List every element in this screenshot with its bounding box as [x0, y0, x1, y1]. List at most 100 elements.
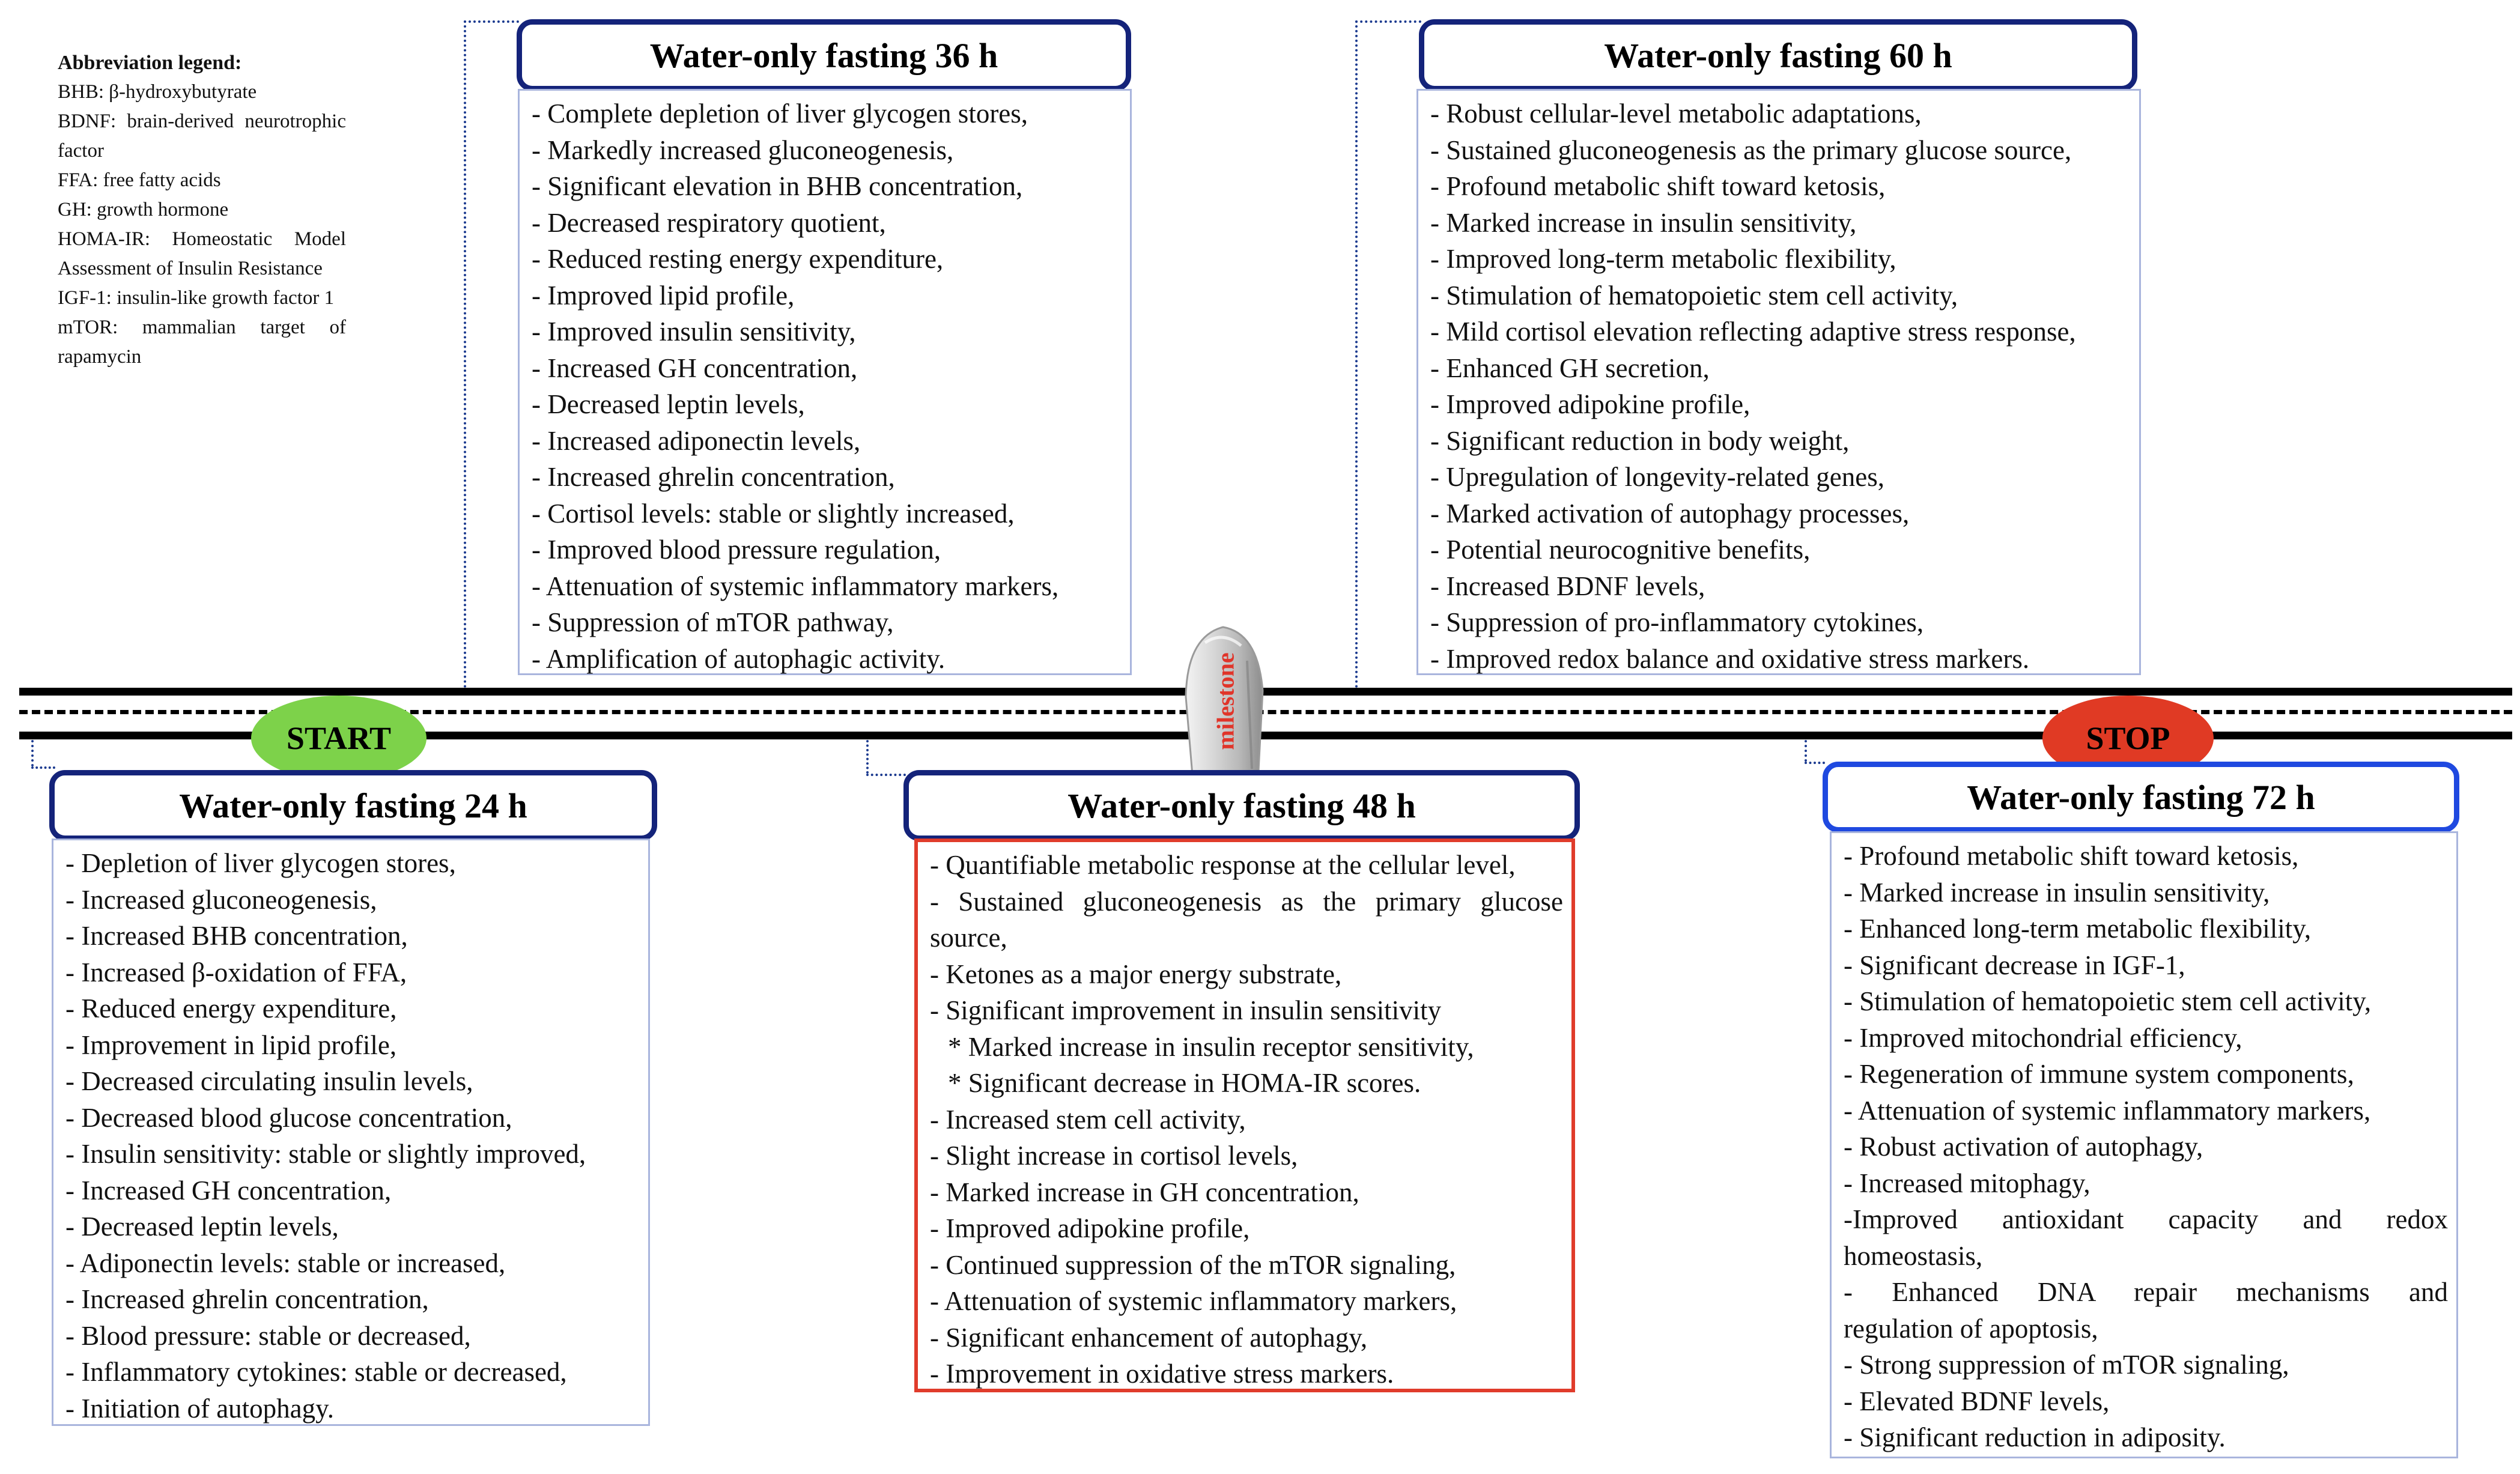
list-item: - Reduced resting energy expenditure, — [532, 244, 944, 274]
legend-item: FFA: free fatty acids — [58, 169, 221, 191]
list-item: - Depletion of liver glycogen stores, — [65, 848, 456, 878]
list-item: - Cortisol levels: stable or slightly in… — [532, 498, 1015, 529]
legend-item: BDNF: brain-derived neurotrophic factor — [58, 111, 346, 162]
list-item: - Increased ghrelin concentration, — [532, 462, 895, 492]
list-item: - Significant enhancement of autophagy, — [930, 1322, 1368, 1353]
list-item: source, — [930, 923, 1007, 953]
list-item: - Upregulation of longevity-related gene… — [1430, 462, 1884, 492]
stage-48h-title: Water-only fasting 48 h — [903, 770, 1580, 841]
list-item: - Mild cortisol elevation reflecting ada… — [1430, 317, 2076, 347]
connector-72h — [1805, 740, 1807, 762]
list-item: - Increased BDNF levels, — [1430, 571, 1705, 601]
list-item: * Marked increase in insulin receptor se… — [948, 1031, 1474, 1062]
list-item: - Increased adiponectin levels, — [532, 425, 861, 456]
list-item: - Increased GH concentration, — [532, 353, 858, 383]
stage-36h-box: - Complete depletion of liver glycogen s… — [518, 89, 1132, 675]
stage-24h-box: - Depletion of liver glycogen stores, - … — [52, 839, 650, 1426]
connector-60h-tick — [1355, 20, 1421, 23]
list-item: - Suppression of pro-inflammatory cytoki… — [1430, 607, 1924, 637]
list-item: - Stimulation of hematopoietic stem cell… — [1844, 986, 2372, 1016]
list-item: - Initiation of autophagy. — [65, 1393, 334, 1424]
list-item: - Significant improvement in insulin sen… — [930, 995, 1442, 1025]
list-item: - Significant elevation in BHB concentra… — [532, 171, 1023, 201]
list-item: - Decreased circulating insulin levels, — [65, 1066, 473, 1096]
list-item: - Decreased respiratory quotient, — [532, 207, 886, 238]
list-item: - Marked activation of autophagy process… — [1430, 498, 1910, 529]
list-item: - Decreased blood glucose concentration, — [65, 1102, 512, 1133]
timeline-bottom-line — [19, 732, 2512, 739]
list-item: - Increased β-oxidation of FFA, — [65, 957, 407, 987]
list-item: - Increased BHB concentration, — [65, 921, 408, 951]
legend-item: HOMA-IR: Homeostatic Model Assessment of… — [58, 228, 346, 279]
list-item: - Marked increase in GH concentration, — [930, 1177, 1359, 1207]
legend-title: Abbreviation legend: — [58, 52, 242, 74]
list-item: - Decreased leptin levels, — [532, 389, 805, 419]
list-item: - Increased ghrelin concentration, — [65, 1284, 429, 1314]
start-badge: START — [251, 696, 427, 781]
list-item: - Suppression of mTOR pathway, — [532, 607, 894, 637]
stage-60h-box: - Robust cellular-level metabolic adapta… — [1416, 89, 2141, 675]
list-item: - Slight increase in cortisol levels, — [930, 1141, 1298, 1171]
list-item: - Complete depletion of liver glycogen s… — [532, 99, 1028, 129]
connector-36h — [464, 20, 466, 688]
list-item: * Significant decrease in HOMA-IR scores… — [948, 1068, 1421, 1098]
list-item: - Stimulation of hematopoietic stem cell… — [1430, 280, 1958, 311]
list-item: - Regeneration of immune system componen… — [1844, 1059, 2354, 1089]
list-item: - Sustained gluconeogenesis as the prima… — [1430, 135, 2072, 165]
list-item: - Potential neurocognitive benefits, — [1430, 535, 1811, 565]
list-item: - Improvement in oxidative stress marker… — [930, 1359, 1394, 1389]
list-item: - Increased mitophagy, — [1844, 1168, 2090, 1198]
legend-item: BHB: β-hydroxybutyrate — [58, 81, 257, 103]
list-item: - Improved long-term metabolic flexibili… — [1430, 244, 1896, 274]
stage-72h-title: Water-only fasting 72 h — [1823, 762, 2459, 833]
list-item: - Enhanced DNA repair mechanisms and — [1844, 1277, 2448, 1307]
list-item: - Significant reduction in adiposity. — [1844, 1422, 2226, 1452]
list-item: - Improved adipokine profile, — [1430, 389, 1750, 419]
list-item: - Markedly increased gluconeogenesis, — [532, 135, 954, 165]
list-item: - Significant reduction in body weight, — [1430, 425, 1850, 456]
stage-72h-box: - Profound metabolic shift toward ketosi… — [1830, 831, 2458, 1458]
list-item: - Attenuation of systemic inflammatory m… — [1844, 1095, 2371, 1126]
connector-60h — [1355, 20, 1358, 688]
list-item: - Attenuation of systemic inflammatory m… — [532, 571, 1059, 601]
list-item: - Improvement in lipid profile, — [65, 1030, 397, 1060]
stage-24h-title: Water-only fasting 24 h — [49, 770, 657, 841]
list-item: - Improved lipid profile, — [532, 280, 795, 311]
stage-36h-title: Water-only fasting 36 h — [517, 19, 1131, 91]
list-item: - Continued suppression of the mTOR sign… — [930, 1249, 1456, 1280]
list-item: - Reduced energy expenditure, — [65, 993, 397, 1024]
list-item: - Strong suppression of mTOR signaling, — [1844, 1350, 2289, 1380]
connector-72h-tick — [1805, 762, 1825, 764]
abbreviation-legend: Abbreviation legend: BHB: β-hydroxybutyr… — [58, 48, 346, 372]
list-item: - Improved redox balance and oxidative s… — [1430, 643, 2030, 674]
list-item: - Enhanced long-term metabolic flexibili… — [1844, 914, 2312, 944]
list-item: - Robust cellular-level metabolic adapta… — [1430, 99, 1922, 129]
list-item: - Attenuation of systemic inflammatory m… — [930, 1286, 1457, 1316]
list-item: - Quantifiable metabolic response at the… — [930, 850, 1516, 880]
stage-60h-title: Water-only fasting 60 h — [1419, 19, 2137, 91]
list-item: - Increased stem cell activity, — [930, 1104, 1246, 1135]
list-item: - Marked increase in insulin sensitivity… — [1844, 877, 2270, 908]
list-item: - Significant decrease in IGF-1, — [1844, 950, 2185, 980]
list-item: - Marked increase in insulin sensitivity… — [1430, 207, 1857, 238]
timeline-dashed-line — [19, 710, 2512, 714]
list-item: - Insulin sensitivity: stable or slightl… — [65, 1139, 586, 1169]
list-item: - Adiponectin levels: stable or increase… — [65, 1248, 506, 1278]
list-item: - Enhanced GH secretion, — [1430, 353, 1710, 383]
list-item: - Blood pressure: stable or decreased, — [65, 1320, 471, 1351]
timeline-top-line — [19, 688, 2512, 696]
connector-24h-tick — [31, 766, 55, 769]
milestone-label: milestone — [1212, 652, 1239, 750]
list-item: - Improved insulin sensitivity, — [532, 317, 856, 347]
list-item: - Profound metabolic shift toward ketosi… — [1844, 841, 2299, 871]
stage-48h-box: - Quantifiable metabolic response at the… — [914, 839, 1575, 1392]
connector-48h — [866, 740, 869, 774]
list-item: -Improved antioxidant capacity and redox — [1844, 1204, 2448, 1234]
legend-item: mTOR: mammalian target of rapamycin — [58, 317, 346, 368]
list-item: - Increased gluconeogenesis, — [65, 884, 377, 915]
list-item: - Robust activation of autophagy, — [1844, 1132, 2203, 1162]
connector-36h-tick — [464, 20, 519, 23]
connector-24h — [31, 740, 34, 766]
list-item: - Amplification of autophagic activity. — [532, 643, 946, 674]
list-item: - Decreased leptin levels, — [65, 1212, 339, 1242]
